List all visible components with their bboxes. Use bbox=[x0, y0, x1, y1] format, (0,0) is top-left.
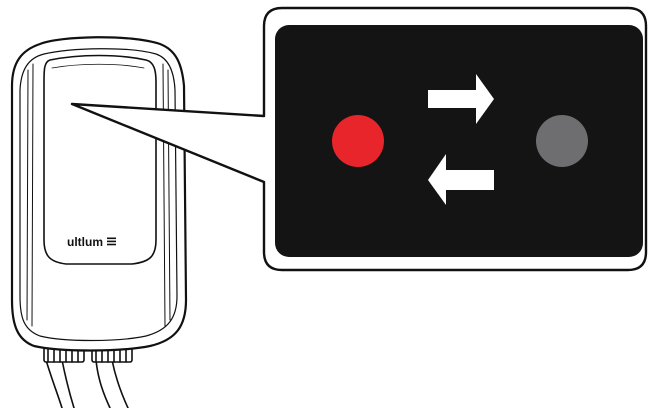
arrow-left-icon bbox=[428, 154, 494, 205]
front-panel bbox=[43, 54, 157, 265]
indicator-callout bbox=[70, 6, 648, 272]
cables bbox=[45, 359, 129, 408]
three-bar-menu-icon bbox=[107, 237, 116, 246]
housing-inner-rim bbox=[19, 48, 178, 342]
right-led-off bbox=[536, 115, 588, 167]
front-panel-highlight bbox=[51, 63, 145, 69]
brand-logo: ultlum bbox=[67, 235, 116, 249]
left-led-on bbox=[332, 115, 384, 167]
arrow-right-icon bbox=[428, 74, 494, 124]
brand-label: ultlum bbox=[67, 235, 103, 249]
charger-device bbox=[10, 36, 188, 408]
led-panel bbox=[275, 25, 643, 257]
charger-housing bbox=[10, 36, 188, 352]
